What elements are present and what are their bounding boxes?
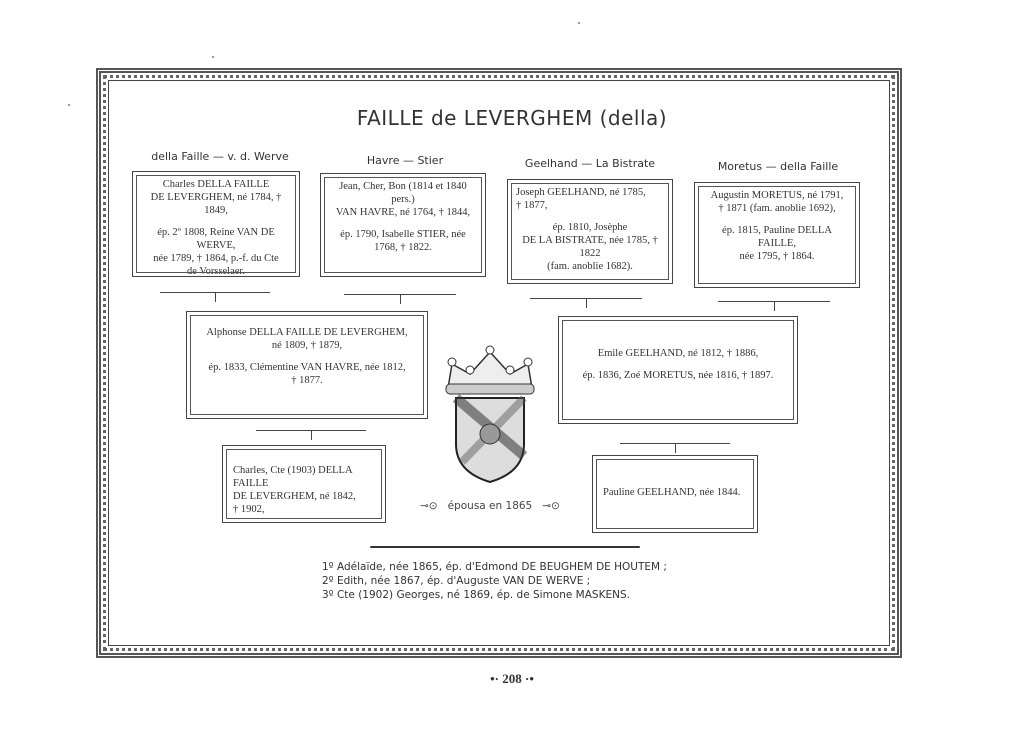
speck	[578, 22, 580, 24]
spouse-line: ép. 1810, Josèphe	[552, 222, 628, 233]
person-line: Emile GEELHAND, né 1812, † 1886,	[597, 348, 759, 359]
person-line: Pauline GEELHAND, née 1844.	[603, 487, 741, 498]
marriage-note: ⊸⊙ épousa en 1865 ⊸⊙	[420, 500, 560, 512]
person-line: † 1871 (fam. anoblie 1692),	[718, 203, 836, 214]
page-number-value: 208	[502, 671, 522, 686]
column-header-4: Moretus — della Faille	[717, 160, 839, 173]
grandparent-box-1: Charles DELLA FAILLE DE LEVERGHEM, né 178…	[132, 171, 300, 277]
ornamental-border	[96, 68, 902, 658]
spouse-line: ép. 1836, Zoé MORETUS, née 1816, † 1897.	[582, 370, 774, 381]
connector-brace	[256, 430, 366, 441]
wife-box: Pauline GEELHAND, née 1844.	[592, 455, 758, 533]
spouse-line: née 1789, † 1864, p.-f. du Cte	[153, 253, 279, 264]
spouse-line: ép. 2º 1808, Reine VAN DE WERVE,	[157, 227, 275, 251]
speck	[68, 104, 70, 106]
husband-box: Charles, Cte (1903) DELLA FAILLE DE LEVER…	[222, 445, 386, 523]
person-line: Augustin MORETUS, né 1791,	[710, 190, 844, 201]
spouse-line: (fam. anoblie 1682).	[547, 261, 633, 272]
parent-box-2: Emile GEELHAND, né 1812, † 1886, ép. 183…	[558, 316, 798, 424]
person-line: † 1902,	[233, 504, 265, 515]
child-entry: 1º Adélaïde, née 1865, ép. d'Edmond DE B…	[322, 561, 667, 573]
coat-of-arms-icon	[445, 345, 535, 484]
child-entry: 2º Edith, née 1867, ép. d'Auguste VAN DE…	[322, 575, 591, 587]
column-header-2: Havre — Stier	[366, 154, 444, 167]
grandparent-box-4: Augustin MORETUS, né 1791, † 1871 (fam. a…	[694, 182, 860, 288]
person-line: † 1877,	[516, 200, 548, 211]
spouse-line: née 1795, † 1864.	[739, 251, 815, 262]
grandparent-box-3: Joseph GEELHAND, né 1785, † 1877, ép. 181…	[507, 179, 673, 284]
person-line: Joseph GEELHAND, né 1785,	[516, 187, 646, 198]
spouse-line: † 1877.	[291, 375, 323, 386]
divider	[370, 546, 640, 548]
parent-box-1: Alphonse DELLA FAILLE DE LEVERGHEM, né 18…	[186, 311, 428, 419]
connector-brace	[718, 301, 830, 312]
connector-brace	[530, 298, 642, 309]
children-list: 1º Adélaïde, née 1865, ép. d'Edmond DE B…	[322, 560, 667, 602]
person-line: DE LEVERGHEM, né 1784, † 1849,	[150, 192, 282, 216]
connector-brace	[620, 443, 730, 454]
spouse-line: 1768, † 1822.	[374, 242, 432, 253]
person-line: Alphonse DELLA FAILLE DE LEVERGHEM,	[206, 327, 408, 338]
spouse-line: de Vorsselaer.	[187, 266, 245, 277]
person-line: Jean, Cher, Bon (1814 et 1840 pers.)	[339, 181, 467, 205]
marriage-text: épousa en 1865	[447, 500, 533, 512]
person-line: né 1809, † 1879,	[271, 340, 343, 351]
connector-brace	[344, 294, 456, 305]
spouse-line: DE LA BISTRATE, née 1785, † 1822	[522, 235, 658, 259]
page-number: •· 208 ·•	[490, 671, 534, 686]
connector-brace	[160, 292, 270, 303]
person-line: DE LEVERGHEM, né 1842,	[233, 491, 356, 502]
column-header-3: Geelhand — La Bistrate	[524, 157, 656, 170]
person-line: Charles, Cte (1903) DELLA FAILLE	[233, 465, 352, 489]
speck	[212, 56, 214, 58]
page-title: FAILLE de LEVERGHEM (della)	[356, 106, 668, 130]
column-header-1: della Faille — v. d. Werve	[151, 150, 289, 163]
grandparent-box-2: Jean, Cher, Bon (1814 et 1840 pers.) VAN …	[320, 173, 486, 277]
child-entry: 3º Cte (1902) Georges, né 1869, ép. de S…	[322, 589, 630, 601]
spouse-line: ép. 1790, Isabelle STIER, née	[340, 229, 466, 240]
spouse-line: ép. 1815, Pauline DELLA FAILLE,	[722, 225, 832, 249]
person-line: Charles DELLA FAILLE	[162, 179, 270, 190]
person-line: VAN HAVRE, né 1764, † 1844,	[335, 207, 471, 218]
inner-frame	[108, 80, 890, 646]
spouse-line: ép. 1833, Clémentine VAN HAVRE, née 1812…	[208, 362, 406, 373]
